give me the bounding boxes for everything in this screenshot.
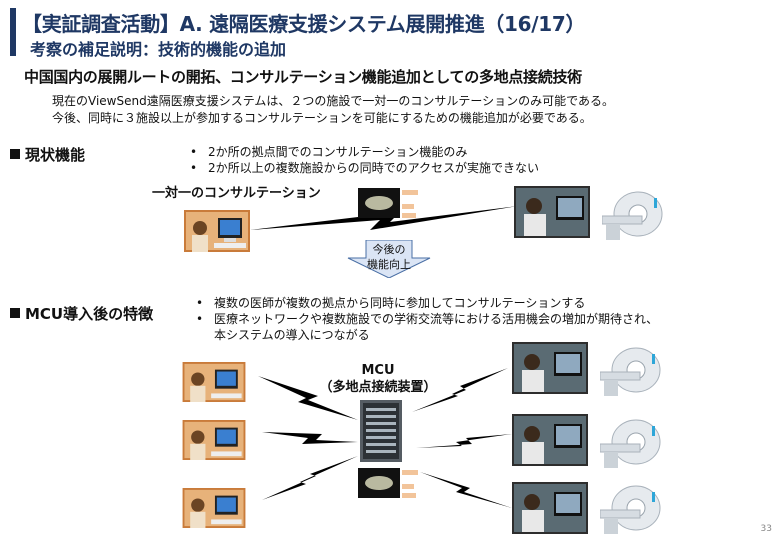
ct-scanner-icon <box>600 484 664 536</box>
mcu-label: MCU （多地点接続装置） <box>318 362 438 396</box>
lightning-link-icon <box>416 432 512 454</box>
remote-doctor-icon <box>514 186 590 238</box>
current-bullets: 2か所の拠点間でのコンサルテーション機能のみ 2か所以上の複数施設からの同時での… <box>186 144 539 176</box>
remote-doctor-icon <box>510 342 590 394</box>
mcu-bullets: 複数の医師が複数の拠点から同時に参加してコンサルテーションする 医療ネットワーク… <box>192 295 658 343</box>
intro-line: 現在のViewSend遠隔医療支援システムは、２つの施設で一対一のコンサルテーシ… <box>52 94 614 108</box>
doctor-workstation-icon <box>184 210 250 252</box>
page-title: 【実証調査活動】A. 遠隔医療支援システム展開推進（16/17） <box>22 12 586 36</box>
mcu-name: MCU <box>361 363 395 378</box>
arrow-text-line: 今後の <box>372 243 406 256</box>
title-accent-bar <box>10 8 16 56</box>
mcu-description: （多地点接続装置） <box>319 380 437 395</box>
image-viewer-screen-icon <box>358 188 428 222</box>
doctor-workstation-icon <box>182 420 246 460</box>
bullet-item-continuation: 本システムの導入につながる <box>214 328 370 342</box>
lightning-link-icon <box>420 470 512 510</box>
bullet-item: 2か所以上の複数施設からの同時でのアクセスが実施できない <box>186 160 539 176</box>
image-viewer-screen-icon <box>358 468 428 502</box>
lightning-link-icon <box>262 426 358 448</box>
lightning-link-icon <box>262 456 358 502</box>
arrow-text-line: 機能向上 <box>367 258 411 271</box>
lightning-link-icon <box>258 372 358 422</box>
ct-scanner-icon <box>602 190 666 242</box>
headline: 中国国内の展開ルートの開拓、コンサルテーション機能追加としての多地点接続技術 <box>24 68 582 86</box>
remote-doctor-icon <box>510 414 590 466</box>
bullet-item: 複数の医師が複数の拠点から同時に参加してコンサルテーションする <box>192 295 658 311</box>
intro-text: 現在のViewSend遠隔医療支援システムは、２つの施設で一対一のコンサルテーシ… <box>52 93 614 127</box>
future-improvement-arrow <box>346 240 432 278</box>
ct-scanner-icon <box>600 418 664 470</box>
page-number: 33 <box>760 524 772 534</box>
doctor-workstation-icon <box>182 488 246 528</box>
mcu-section-label: MCU導入後の特徴 <box>10 303 153 324</box>
intro-line: 今後、同時に３施設以上が参加するコンサルテーションを可能にするための機能追加が必… <box>52 111 592 125</box>
ct-scanner-icon <box>600 346 664 398</box>
lightning-link-icon <box>412 368 508 414</box>
square-bullet-icon <box>10 149 20 159</box>
bullet-item: 医療ネットワークや複数施設での学術交流等における活用機会の増加が期待され、 <box>192 311 658 327</box>
remote-doctor-icon <box>510 482 590 534</box>
one-to-one-label: 一対一のコンサルテーション <box>152 186 321 201</box>
current-section-label: 現状機能 <box>10 144 85 165</box>
bullet-item: 2か所の拠点間でのコンサルテーション機能のみ <box>186 144 539 160</box>
doctor-workstation-icon <box>182 362 246 402</box>
square-bullet-icon <box>10 308 20 318</box>
page-subtitle: 考察の補足説明：技術的機能の追加 <box>30 40 287 59</box>
future-improvement-label: 今後の 機能向上 <box>346 242 432 272</box>
mcu-server-icon <box>360 400 402 462</box>
